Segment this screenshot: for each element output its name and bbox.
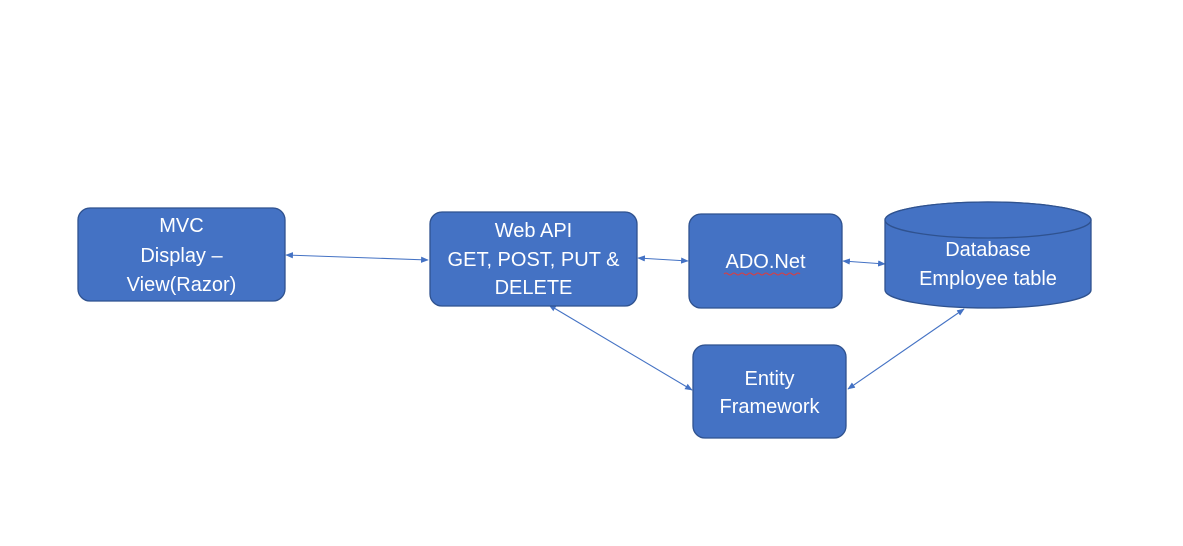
node-adonet: ADO.Net — [688, 213, 843, 309]
node-webapi-line2: GET, POST, PUT & — [448, 249, 621, 271]
connector-webapi-adonet — [637, 255, 689, 264]
node-webapi: Web API GET, POST, PUT & DELETE — [429, 211, 638, 307]
node-entity-framework: Entity Framework — [692, 344, 847, 439]
node-mvc-line1: MVC — [159, 215, 203, 237]
node-webapi-line3: DELETE — [495, 277, 573, 299]
node-mvc-line2: Display – — [140, 245, 223, 267]
node-ef-line2: Framework — [719, 396, 820, 418]
connector-adonet-database — [842, 258, 886, 267]
node-webapi-line1: Web API — [495, 220, 572, 242]
node-mvc-line3: View(Razor) — [127, 274, 237, 296]
node-adonet-line1: ADO.Net — [725, 251, 805, 273]
node-database-line1: Database — [945, 239, 1031, 261]
connector-mvc-webapi — [285, 252, 429, 263]
node-mvc: MVC Display – View(Razor) — [77, 207, 286, 302]
connector-webapi-ef — [548, 304, 693, 391]
node-database-line2: Employee table — [919, 268, 1057, 290]
connector-ef-database — [847, 308, 965, 390]
spellcheck-underline — [723, 272, 801, 276]
node-ef-line1: Entity — [744, 368, 794, 390]
node-database: Database Employee table — [884, 201, 1092, 309]
